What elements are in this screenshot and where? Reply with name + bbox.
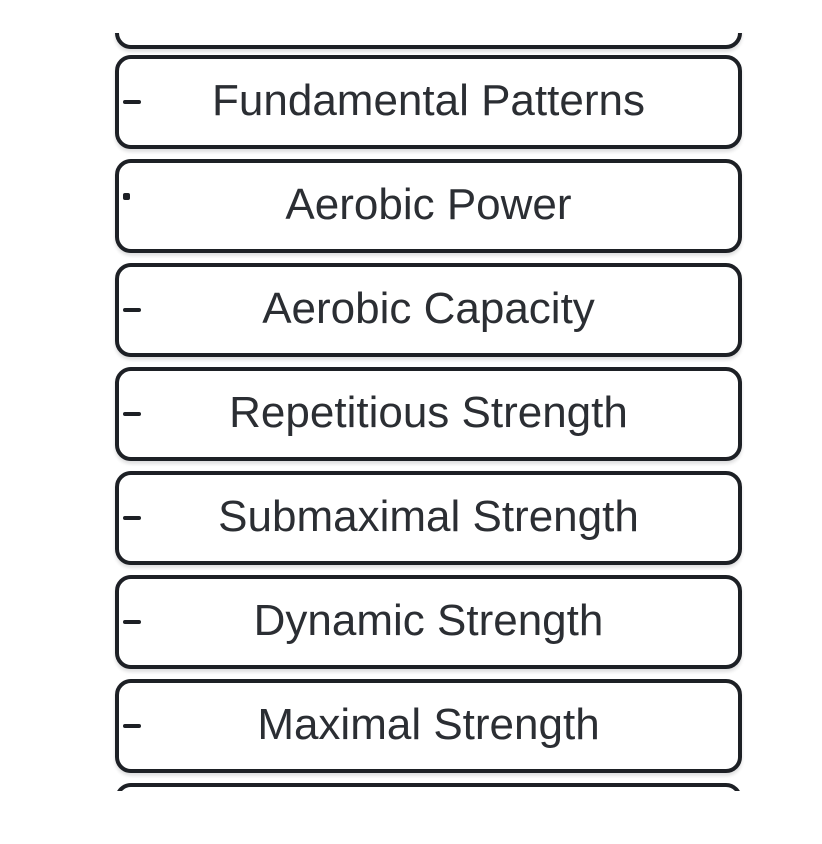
edge-tick-left (123, 412, 141, 416)
diagram-node-partial-top[interactable] (115, 33, 742, 49)
edge-tick-left (123, 620, 141, 624)
flowchart-viewport: Fundamental Patterns Aerobic Power Aerob… (95, 33, 763, 791)
edge-tick-left (123, 516, 141, 520)
diagram-node[interactable]: Maximal Strength (115, 679, 742, 773)
diagram-node-partial-bottom[interactable] (115, 783, 742, 791)
edge-tick-left (123, 308, 141, 312)
diagram-node-label: Fundamental Patterns (212, 76, 645, 125)
diagram-node-label: Repetitious Strength (229, 388, 628, 437)
diagram-node-label: Submaximal Strength (218, 492, 639, 541)
diagram-node-label: Aerobic Capacity (262, 284, 595, 333)
connection-dot-left (123, 193, 130, 200)
edge-tick-left (123, 724, 141, 728)
diagram-node[interactable]: Dynamic Strength (115, 575, 742, 669)
diagram-node[interactable]: Aerobic Power (115, 159, 742, 253)
diagram-node[interactable]: Repetitious Strength (115, 367, 742, 461)
diagram-node-label: Aerobic Power (285, 180, 572, 229)
edge-tick-left (123, 100, 141, 104)
diagram-node-label: Dynamic Strength (253, 596, 604, 645)
diagram-node[interactable]: Submaximal Strength (115, 471, 742, 565)
diagram-node[interactable]: Fundamental Patterns (115, 55, 742, 149)
diagram-node[interactable]: Aerobic Capacity (115, 263, 742, 357)
diagram-node-label: Maximal Strength (257, 700, 600, 749)
